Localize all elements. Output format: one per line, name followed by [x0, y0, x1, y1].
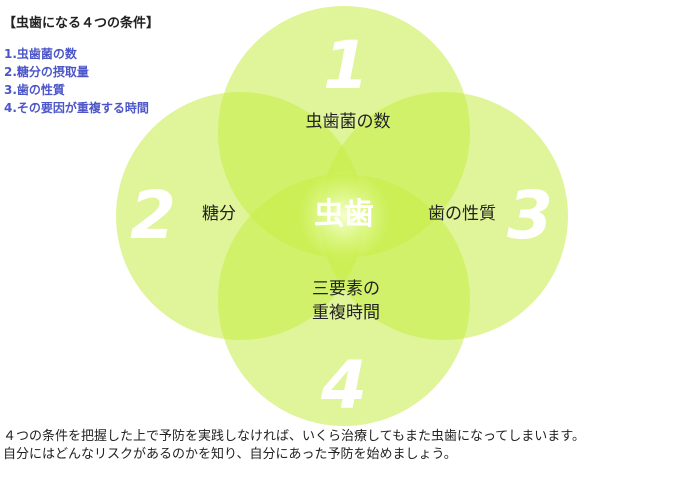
condition-item: 3.歯の性質 — [4, 83, 65, 97]
condition-item: 2.糖分の摂取量 — [4, 65, 89, 79]
center-glow — [298, 170, 390, 262]
footer-text: ４つの条件を把握した上で予防を実践しなければ、いくら治療してもまた虫歯になってし… — [3, 428, 585, 464]
circle-4 — [218, 174, 470, 426]
center-label: 虫歯 — [314, 197, 374, 232]
circle-2-number: 2 — [130, 177, 176, 254]
heading: 【虫歯になる４つの条件】 — [3, 16, 160, 31]
circle-1-label: 虫歯菌の数 — [306, 112, 391, 132]
circle-3-number: 3 — [507, 177, 553, 254]
circle-3-label: 歯の性質 — [428, 204, 496, 224]
condition-item: 1.虫歯菌の数 — [4, 47, 77, 61]
circle-4-label-line-1: 三要素の — [312, 279, 380, 299]
footer-line: 自分にはどんなリスクがあるのかを知り、自分にあった予防を始めましょう。 — [3, 447, 457, 462]
circle-4-number: 4 — [320, 347, 367, 424]
condition-item: 4.その要因が重複する時間 — [4, 101, 149, 115]
condition-list: 1.虫歯菌の数 2.糖分の摂取量 3.歯の性質 4.その要因が重複する時間 — [4, 45, 149, 117]
circle-2-label: 糖分 — [202, 204, 236, 224]
circle-4-label-line-2: 重複時間 — [312, 303, 380, 323]
footer-line: ４つの条件を把握した上で予防を実践しなければ、いくら治療してもまた虫歯になってし… — [3, 429, 586, 444]
circle-1-number: 1 — [323, 27, 369, 104]
